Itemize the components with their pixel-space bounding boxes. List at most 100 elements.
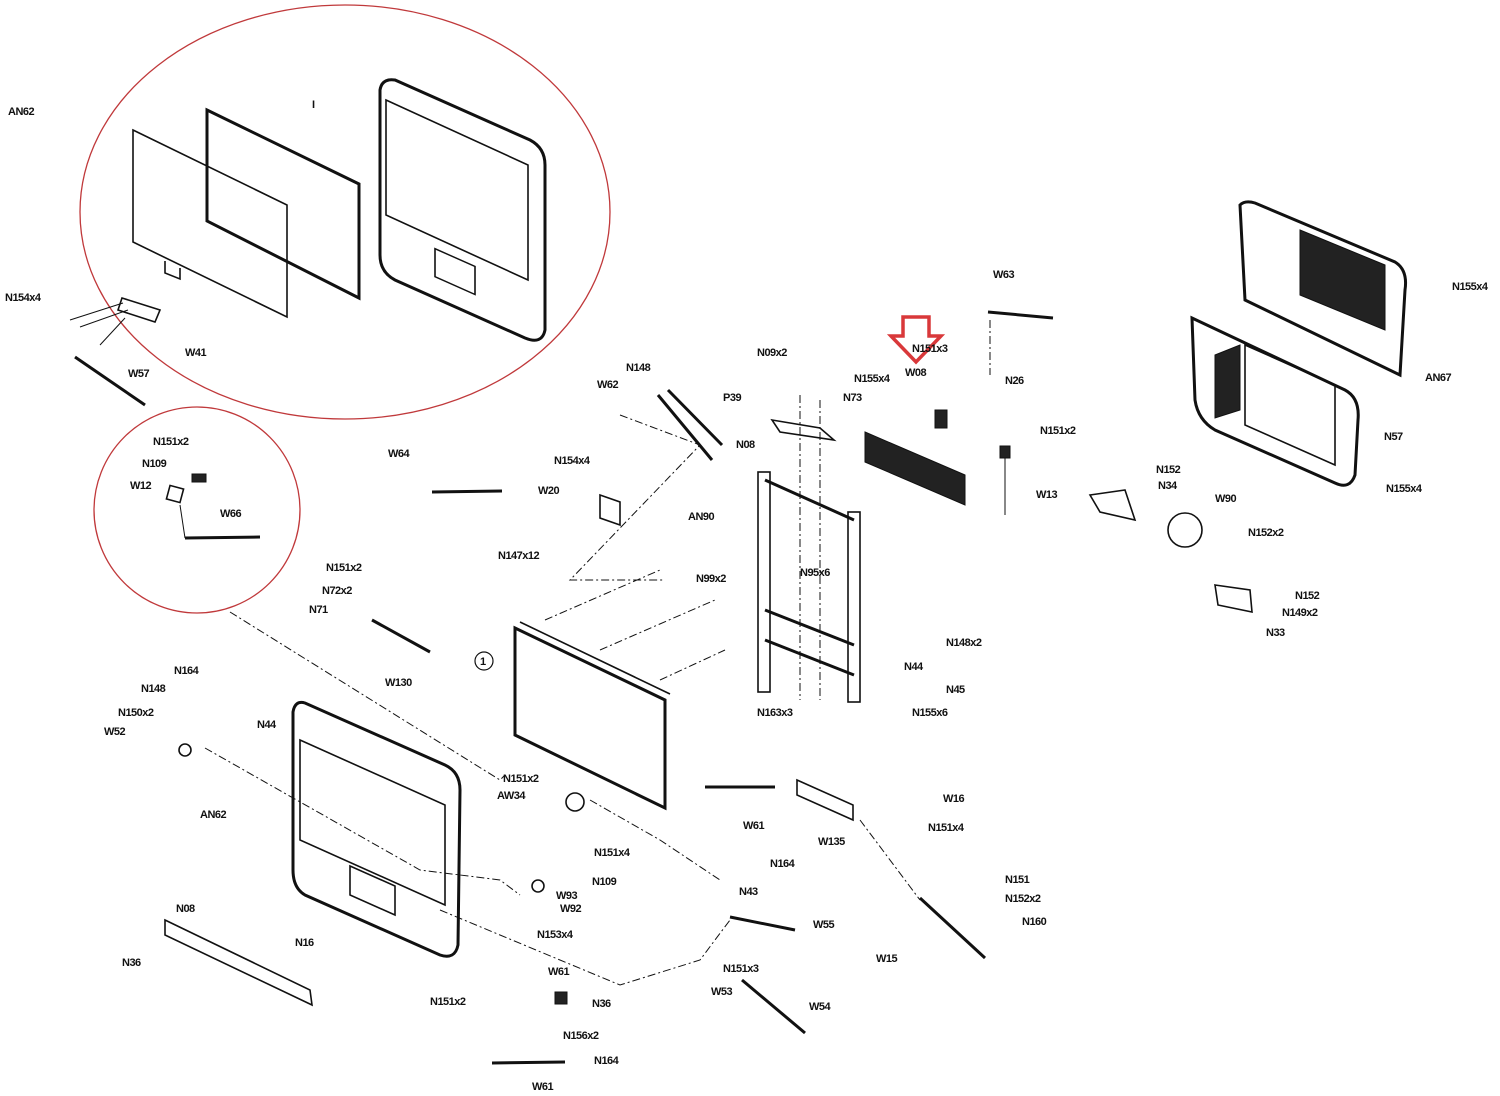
part-label: W08 bbox=[905, 367, 927, 379]
part-label: N148x2 bbox=[946, 637, 982, 649]
part-label: N164 bbox=[174, 665, 200, 677]
fan-w90 bbox=[1167, 512, 1203, 548]
part-label: N26 bbox=[1005, 375, 1024, 387]
part-label: W90 bbox=[1215, 493, 1237, 505]
part-label: N152 bbox=[1156, 464, 1181, 476]
display-frame-panel bbox=[205, 107, 361, 301]
callout-number: 1 bbox=[480, 656, 486, 668]
part-label: W16 bbox=[943, 793, 965, 805]
part-label: W53 bbox=[711, 986, 733, 998]
part-label: N43 bbox=[739, 886, 758, 898]
part-label: W15 bbox=[876, 953, 898, 965]
part-label: N151x2 bbox=[430, 996, 466, 1008]
part-label: W135 bbox=[818, 836, 845, 848]
part-label: N151 bbox=[1005, 874, 1030, 886]
small-parts-w12-w66 bbox=[165, 473, 261, 540]
part-label: N151x4 bbox=[594, 847, 631, 859]
part-label: N155x4 bbox=[854, 373, 891, 385]
part-label: N151x4 bbox=[928, 822, 965, 834]
part-w13 bbox=[999, 445, 1011, 459]
part-label: N152x2 bbox=[1005, 893, 1041, 905]
part-label: N151x3 bbox=[723, 963, 759, 975]
part-label: W66 bbox=[220, 508, 242, 520]
part-label: N150x2 bbox=[118, 707, 154, 719]
cable-w15 bbox=[918, 896, 987, 960]
part-label: P39 bbox=[723, 392, 741, 404]
part-label: N164 bbox=[594, 1055, 620, 1067]
assembly-guide-lines bbox=[204, 320, 991, 986]
part-label: AN90 bbox=[688, 511, 715, 523]
part-label: N16 bbox=[295, 937, 314, 949]
part-label: N151x3 bbox=[912, 343, 948, 355]
part-label: N36 bbox=[592, 998, 611, 1010]
part-label: N09x2 bbox=[757, 347, 787, 359]
trim-n36 bbox=[164, 918, 313, 1007]
part-label: N155x4 bbox=[1386, 483, 1423, 495]
part-label: N109 bbox=[142, 458, 167, 470]
part-label: AN67 bbox=[1425, 372, 1452, 384]
main-display-panel bbox=[513, 569, 726, 811]
connector-n33 bbox=[1214, 584, 1253, 614]
cable-w64 bbox=[431, 489, 503, 494]
part-label: N152 bbox=[1295, 590, 1320, 602]
part-label: W64 bbox=[388, 448, 411, 460]
part-label: N154x4 bbox=[5, 292, 42, 304]
callout-ellipse-display-assembly bbox=[79, 4, 611, 420]
part-label: N155x6 bbox=[912, 707, 948, 719]
part-label: N109 bbox=[592, 876, 617, 888]
part-label: AN62 bbox=[8, 106, 35, 118]
rod-w62 bbox=[656, 394, 714, 461]
part-label: N155x4 bbox=[1452, 281, 1489, 293]
part-label: N44 bbox=[904, 661, 924, 673]
part-label: W62 bbox=[597, 379, 619, 391]
part-label: N151x2 bbox=[503, 773, 539, 785]
part-label: W54 bbox=[809, 1001, 832, 1013]
part-label: N57 bbox=[1384, 431, 1403, 443]
part-label: W55 bbox=[813, 919, 835, 931]
part-label: N147x12 bbox=[498, 550, 540, 562]
part-label: N156x2 bbox=[563, 1030, 599, 1042]
part-label: N149x2 bbox=[1282, 607, 1318, 619]
board-w20 bbox=[599, 493, 621, 527]
part-label: I bbox=[312, 99, 315, 111]
part-label: N73 bbox=[843, 392, 862, 404]
cable-w61-lower bbox=[491, 1060, 566, 1065]
part-label: N71 bbox=[309, 604, 328, 616]
part-label: N163x3 bbox=[757, 707, 793, 719]
speaker-aw34 bbox=[565, 792, 585, 812]
part-label: N45 bbox=[946, 684, 965, 696]
part-label: N154x4 bbox=[554, 455, 591, 467]
rear-housing-n57 bbox=[1190, 315, 1360, 487]
part-w92 bbox=[531, 879, 545, 893]
part-label: W20 bbox=[538, 485, 560, 497]
cable-w54 bbox=[741, 978, 806, 1035]
bracket-n08 bbox=[770, 418, 837, 442]
callout-number-circle bbox=[474, 651, 494, 671]
cable-w63 bbox=[987, 310, 1054, 320]
part-label: W92 bbox=[560, 903, 582, 915]
grille-n73 bbox=[864, 431, 966, 506]
part-label: W61 bbox=[743, 820, 765, 832]
part-label: W61 bbox=[532, 1081, 554, 1093]
part-label: W13 bbox=[1036, 489, 1058, 501]
part-label: N08 bbox=[736, 439, 755, 451]
part-label: N44 bbox=[257, 719, 277, 731]
part-label: N151x2 bbox=[153, 436, 189, 448]
part-label: N148 bbox=[141, 683, 166, 695]
part-label: N36 bbox=[122, 957, 141, 969]
part-label: AW34 bbox=[497, 790, 526, 802]
bracket-w41 bbox=[69, 297, 162, 407]
part-label: N72x2 bbox=[322, 585, 352, 597]
front-bezel-top bbox=[378, 78, 547, 342]
rear-cover-an67 bbox=[1238, 200, 1407, 378]
part-label: N151x2 bbox=[1040, 425, 1076, 437]
highlight-arrow-icon bbox=[886, 315, 946, 365]
part-w08 bbox=[934, 409, 948, 429]
part-label: N160 bbox=[1022, 916, 1047, 928]
part-label: N08 bbox=[176, 903, 195, 915]
part-label: W52 bbox=[104, 726, 126, 738]
part-w52 bbox=[178, 743, 192, 757]
part-label: N152x2 bbox=[1248, 527, 1284, 539]
part-label: W41 bbox=[185, 347, 207, 359]
